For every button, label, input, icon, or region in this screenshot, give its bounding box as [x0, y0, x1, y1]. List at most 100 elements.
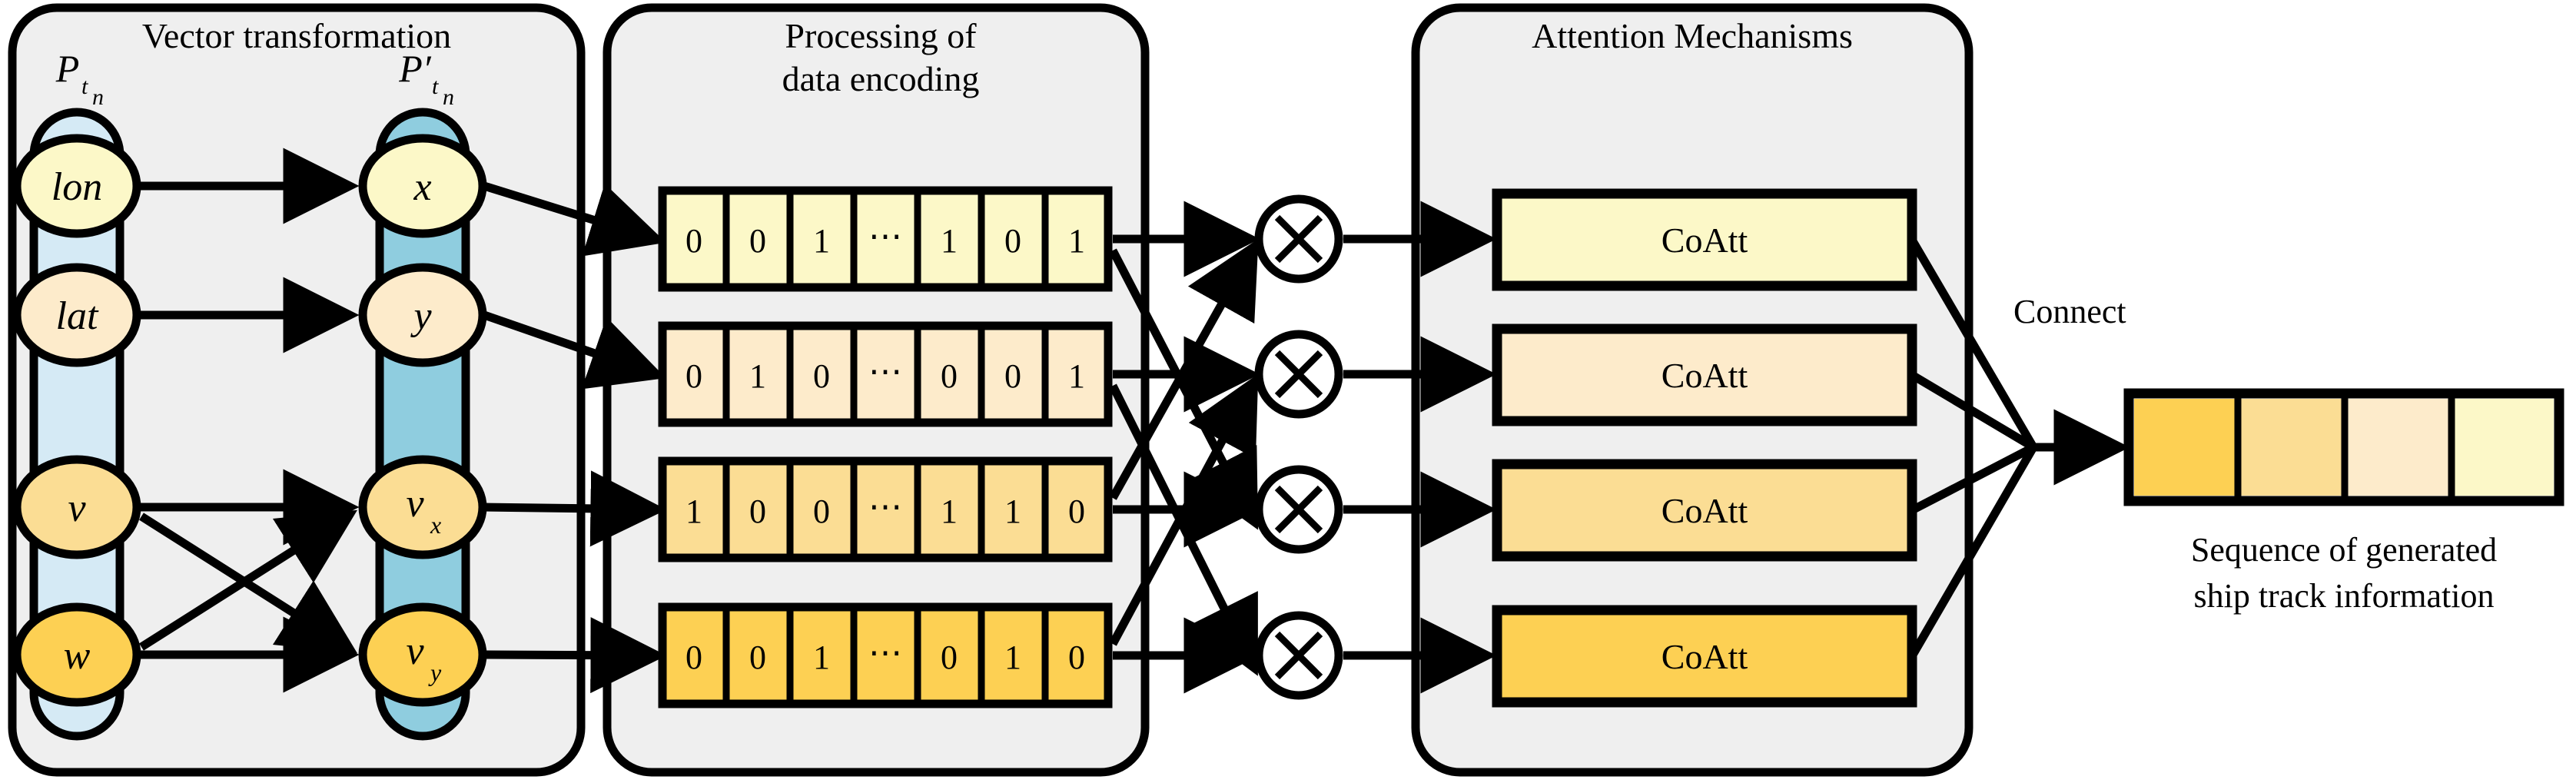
encoding-cell: 1 [1004, 493, 1021, 530]
encoding-cell: 1 [749, 357, 766, 395]
connect-line-3 [1910, 443, 2036, 514]
output-node-y-shape[interactable] [358, 263, 487, 367]
encoding-cell: 0 [749, 222, 766, 260]
multiply-icon [1274, 631, 1323, 680]
encoding-cell: 0 [941, 357, 958, 395]
coatt-block-1[interactable]: CoAtt [1492, 188, 1917, 291]
encoding-cell: 0 [1068, 639, 1085, 676]
encoding-cell: 0 [749, 639, 766, 676]
connect-line-2 [1910, 371, 2036, 451]
coatt-block-2[interactable]: CoAtt [1492, 323, 1917, 426]
svg-text:n: n [443, 85, 454, 110]
multiply-icon [1274, 485, 1323, 534]
output-node-y-label: y [410, 294, 432, 338]
output-node-x[interactable]: x [358, 134, 487, 238]
panel-vector-transformation-title: Vector transformation [142, 16, 451, 55]
output-sequence-cell-1[interactable] [2134, 399, 2236, 496]
encoding-cell: 0 [813, 493, 830, 530]
encoding-cell-ellipsis: ⋯ [868, 634, 902, 672]
input-node-w-shape[interactable] [12, 602, 141, 707]
arrow-x-to-row1 [483, 181, 666, 257]
encoding-cell: 0 [1004, 357, 1021, 395]
encoding-cell-ellipsis: ⋯ [868, 217, 902, 255]
output-node-vx[interactable]: v x [358, 455, 487, 559]
input-node-w[interactable]: w [12, 602, 141, 707]
coatt-block-4[interactable]: CoAtt [1492, 605, 1917, 708]
encoding-cell: 0 [1004, 222, 1021, 260]
svg-text:t: t [432, 74, 439, 99]
output-node-vy-shape[interactable] [358, 602, 487, 707]
encoding-cell: 1 [813, 639, 830, 676]
encoding-cell-ellipsis: ⋯ [868, 488, 902, 526]
encoding-row-2-frame[interactable] [658, 321, 1113, 427]
output-node-x-shape[interactable] [358, 134, 487, 238]
input-vector-label: P t n [55, 47, 104, 110]
panel-attention: Attention Mechanisms CoAtt CoAtt CoAtt C… [1411, 3, 1973, 777]
connect-fan [1908, 237, 2130, 659]
input-node-lon[interactable]: lon [12, 134, 141, 238]
encoding-row-4[interactable]: 0 0 1 ⋯ 0 1 0 [658, 602, 1113, 708]
encoding-cell: 1 [685, 493, 702, 530]
input-node-v[interactable]: v [12, 455, 141, 559]
multiply-node-4[interactable] [1254, 611, 1343, 700]
coatt-block-3[interactable]: CoAtt [1492, 459, 1917, 562]
encoding-row-3[interactable]: 1 0 0 ⋯ 1 1 0 [658, 456, 1113, 562]
encoding-cell-ellipsis: ⋯ [868, 353, 902, 390]
output-node-vy-label: v [406, 629, 424, 673]
output-node-y[interactable]: y [358, 263, 487, 367]
encoding-row-3-frame[interactable] [658, 456, 1113, 562]
output-node-x-label: x [413, 165, 431, 209]
encoding-row-1[interactable]: 0 0 1 ⋯ 1 0 1 [658, 186, 1113, 292]
encoding-row-1-frame[interactable] [658, 186, 1113, 292]
input-node-v-label: v [68, 486, 86, 530]
input-node-lon-shape[interactable] [12, 134, 141, 238]
encoding-cell: 1 [941, 222, 958, 260]
arrow-w-to-vx [139, 509, 358, 651]
output-sequence-cell-2[interactable] [2241, 399, 2343, 496]
encoding-cell: 0 [813, 357, 830, 395]
encoding-to-multiply-arrows [1109, 201, 1260, 694]
input-node-lat-shape[interactable] [12, 263, 141, 367]
input-node-w-label: w [64, 634, 91, 678]
input-node-lon-label: lon [51, 165, 102, 209]
panel-data-encoding: Processing of data encoding 0 0 1 ⋯ 1 0 … [603, 3, 1150, 777]
multiply-node-2[interactable] [1254, 330, 1343, 419]
svg-text:n: n [92, 85, 104, 110]
input-node-lat[interactable]: lat [12, 263, 141, 367]
output-sequence-caption-line2: ship track information [2193, 577, 2494, 615]
transform-arrows [138, 148, 360, 693]
input-node-v-shape[interactable] [12, 455, 141, 559]
encoding-row-2[interactable]: 0 1 0 ⋯ 0 0 1 [658, 321, 1113, 427]
arrow-vx-to-row3 [483, 470, 667, 547]
multiply-icon [1274, 350, 1323, 399]
vector-to-encoding-arrows [483, 181, 667, 694]
encoding-cell: 1 [1068, 357, 1085, 395]
coatt-block-3-label: CoAtt [1661, 491, 1748, 530]
encoding-cell: 1 [813, 222, 830, 260]
panel-data-encoding-title-line2: data encoding [782, 59, 980, 98]
svg-text:t: t [81, 74, 88, 99]
output-sequence-cell-4[interactable] [2455, 399, 2554, 496]
coatt-block-4-label: CoAtt [1661, 637, 1748, 676]
coatt-block-2-shape[interactable] [1492, 323, 1917, 426]
encoding-cell: 0 [685, 222, 702, 260]
multiply-icon [1274, 214, 1323, 264]
arrow-row2-to-mul4 [1109, 383, 1258, 676]
multiply-node-1[interactable] [1254, 194, 1343, 284]
encoding-cell: 1 [1004, 639, 1021, 676]
output-vector-label: P′ t n [398, 47, 454, 110]
output-node-vx-label: v [406, 482, 424, 526]
output-sequence-cell-3[interactable] [2348, 399, 2450, 496]
output-node-vy[interactable]: v y [358, 602, 487, 707]
arrow-row3-to-mul1 [1109, 238, 1259, 500]
multiply-node-3[interactable] [1254, 465, 1343, 554]
multiply-to-coatt-arrows [1343, 201, 1497, 694]
arrow-row1-to-mul3 [1109, 248, 1259, 530]
arrow-row4-to-mul2 [1109, 373, 1259, 646]
encoding-cell: 0 [685, 639, 702, 676]
coatt-block-1-label: CoAtt [1661, 221, 1748, 260]
output-node-vx-shape[interactable] [358, 455, 487, 559]
output-sequence[interactable] [2123, 388, 2564, 506]
input-node-lat-label: lat [56, 294, 99, 338]
